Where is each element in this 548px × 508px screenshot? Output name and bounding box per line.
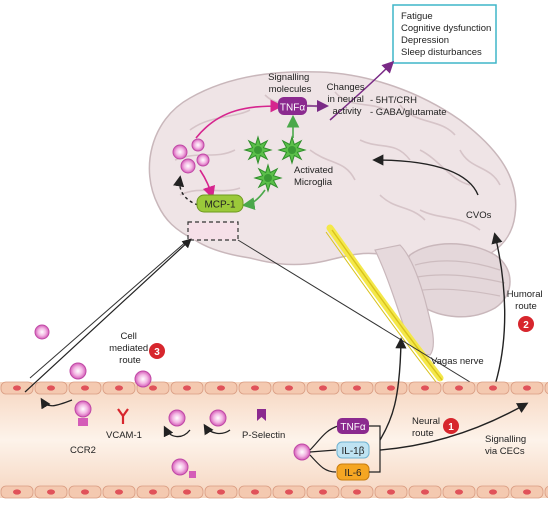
activated-microglia-label: Activated Microglia [294, 165, 336, 188]
endothelial-nucleus [13, 385, 21, 391]
neural-route-badge: 1 [443, 418, 459, 434]
arrow-cell-route-up [24, 238, 192, 393]
arrow-mcp1-dashed [173, 175, 199, 206]
microglia-nucleus [254, 146, 262, 154]
brain-illustration [148, 70, 517, 356]
humoral-route-badge: 2 [518, 316, 534, 332]
arrow-rolling-1 [163, 425, 191, 438]
endothelial-nucleus [13, 489, 21, 495]
arrow-cvos-to-brain [372, 154, 479, 196]
endothelial-nucleus [149, 385, 157, 391]
cell-mediated-route-label: Cell mediated route [109, 331, 151, 366]
endothelial-nucleus [47, 385, 55, 391]
ccr2-label: CCR2 [70, 445, 96, 456]
endothelial-nucleus [285, 489, 293, 495]
svg-text:IL-1β: IL-1β [342, 446, 365, 457]
il6-pill: IL-6 [336, 463, 370, 481]
endothelial-nucleus [421, 489, 429, 495]
vcam1-marker: VCAM-1 [106, 408, 142, 441]
microglia-group [243, 135, 307, 193]
p-selectin-label: P-Selectin [242, 430, 285, 441]
arrow-neural-route [379, 337, 407, 441]
svg-text:1: 1 [448, 422, 454, 433]
signalling-molecules-label: Signalling molecules [268, 72, 312, 95]
endothelial-cell [544, 485, 548, 499]
endothelial-nucleus [149, 489, 157, 495]
brain-cell-cluster [172, 138, 210, 174]
endothelial-nucleus [523, 385, 531, 391]
arrow-signalling-cecs [379, 402, 529, 451]
arrow-cells-to-mcp1 [199, 169, 216, 200]
svg-text:TNFα: TNFα [340, 422, 365, 433]
endothelial-nucleus [115, 385, 123, 391]
svg-text:3: 3 [154, 347, 160, 358]
tnf-brain-label: TNFα [280, 103, 305, 114]
endothelial-nucleus [353, 385, 361, 391]
mcp1-pill: MCP-1 [196, 194, 244, 213]
endothelial-nucleus [455, 489, 463, 495]
tnf-brain-pill: TNFα [278, 97, 307, 115]
arrow-rolling-2 [203, 423, 231, 436]
arrow-to-effects [329, 60, 395, 121]
zoom-region-box [187, 221, 239, 241]
microglia-nucleus [288, 146, 296, 154]
endothelial-nucleus [489, 385, 497, 391]
endothelial-nucleus [115, 489, 123, 495]
endothelial-nucleus [81, 385, 89, 391]
ccr2-cell: CCR2 [70, 400, 96, 456]
vagas-nerve-label: Vagas nerve [431, 356, 484, 367]
endothelial-nucleus [489, 489, 497, 495]
effects-box [392, 4, 497, 64]
endothelial-nucleus [251, 489, 259, 495]
endothelial-nucleus [285, 385, 293, 391]
arrow-cells-to-tnf [195, 99, 284, 139]
vcam1-label: VCAM-1 [106, 430, 142, 441]
mcp1-label: MCP-1 [204, 200, 236, 211]
svg-text:IL-6: IL-6 [344, 468, 362, 479]
svg-text:2: 2 [523, 320, 529, 331]
endothelial-nucleus [353, 489, 361, 495]
endothelial-nucleus [319, 385, 327, 391]
endothelial-nucleus [217, 385, 225, 391]
zoom-lines [29, 239, 471, 383]
rolling-cells [168, 409, 227, 478]
endothelial-nucleus [319, 489, 327, 495]
endothelial-nucleus [455, 385, 463, 391]
endothelial-nucleus [387, 489, 395, 495]
migrating-leukocytes [34, 324, 152, 388]
signalling-via-cecs-label: Signalling via CECs [485, 434, 529, 457]
vagas-nerve [325, 224, 444, 383]
changes-neural-activity-label: Changes in neural activity [327, 82, 368, 117]
cytokine-cell [293, 425, 339, 473]
p-selectin-marker: P-Selectin [242, 409, 285, 441]
endothelial-nucleus [183, 385, 191, 391]
arrow-extravasation [40, 397, 73, 410]
il1b-pill: IL-1β [336, 441, 370, 459]
cell-mediated-route-badge: 3 [149, 343, 165, 359]
endothelial-nucleus [47, 489, 55, 495]
humoral-route-label: Humoral route [507, 289, 546, 312]
neural-route-label: Neural route [412, 416, 443, 439]
endothelial-nucleus [217, 489, 225, 495]
cvos-label: CVOs [466, 210, 492, 221]
endothelial-nucleus [183, 489, 191, 495]
endothelial-nucleus [387, 385, 395, 391]
blood-vessel [0, 381, 548, 499]
microglia-nucleus [264, 174, 272, 182]
endothelial-nucleus [421, 385, 429, 391]
endothelial-nucleus [81, 489, 89, 495]
endothelial-nucleus [251, 385, 259, 391]
cytokine-bracket [369, 425, 381, 473]
effects-list: Fatigue Cognitive dysfunction Depression… [401, 11, 494, 58]
brainstem-shape [374, 244, 434, 356]
tnf-vessel-pill: TNFα [337, 418, 369, 434]
neurotransmitters-label: - 5HT/CRH - GABA/glutamate [370, 95, 447, 118]
endothelial-cell [544, 381, 548, 395]
endothelial-nucleus [523, 489, 531, 495]
arrow-microglia-to-mcp1 [241, 189, 266, 210]
